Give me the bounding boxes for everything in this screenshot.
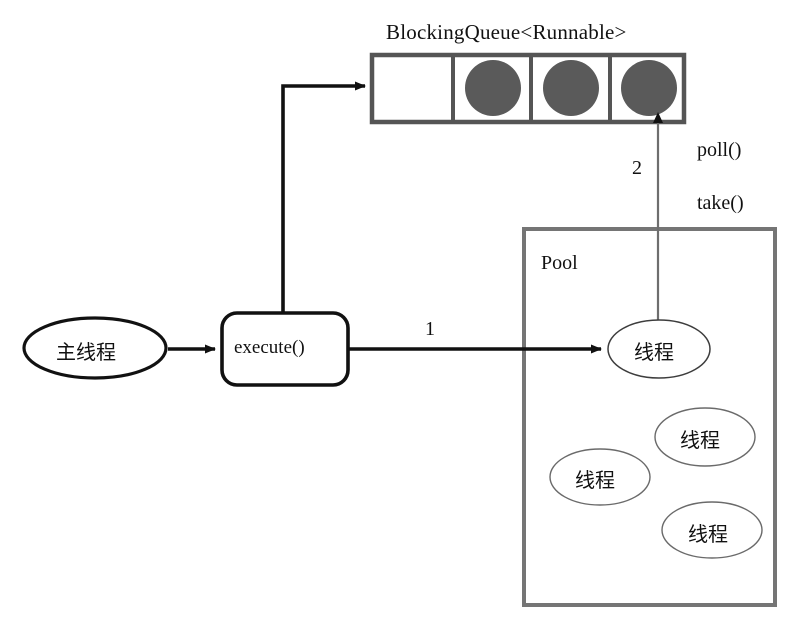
queue-task-circle-1: [465, 60, 521, 116]
thread-label-0: 线程: [634, 340, 674, 364]
pool-label: Pool: [541, 252, 578, 274]
edge-execute-to-queue: [281, 81, 366, 314]
main-thread-node-shape[interactable]: [22, 316, 168, 380]
thread-ellipse-1[interactable]: [654, 407, 756, 467]
thread-label-1: 线程: [680, 428, 720, 452]
thread-label-3: 线程: [688, 522, 728, 546]
thread-ellipse-2[interactable]: [549, 448, 651, 506]
queue-task-circle-2: [543, 60, 599, 116]
edge-label-step-1: 1: [425, 318, 435, 340]
blocking-queue-box: [369, 52, 687, 125]
pool-thread-shapes: [549, 319, 763, 559]
edge-execute-to-queue-line: [281, 81, 366, 314]
execute-node-label: execute(): [234, 337, 305, 358]
main-thread-node[interactable]: [22, 316, 168, 380]
thread-label-2: 线程: [575, 468, 615, 492]
poll-method-label: poll(): [697, 139, 742, 161]
main-thread-label: 主线程: [56, 340, 116, 364]
queue-task-circle-3: [621, 60, 677, 116]
thread-ellipse-3[interactable]: [661, 501, 763, 559]
edge-label-step-2: 2: [632, 157, 642, 179]
queue-title-label: BlockingQueue<Runnable>: [386, 20, 627, 44]
execute-node[interactable]: [220, 311, 350, 387]
take-method-label: take(): [697, 192, 744, 214]
thread-ellipse-0[interactable]: [607, 319, 711, 379]
execute-node-shape[interactable]: [220, 311, 350, 387]
